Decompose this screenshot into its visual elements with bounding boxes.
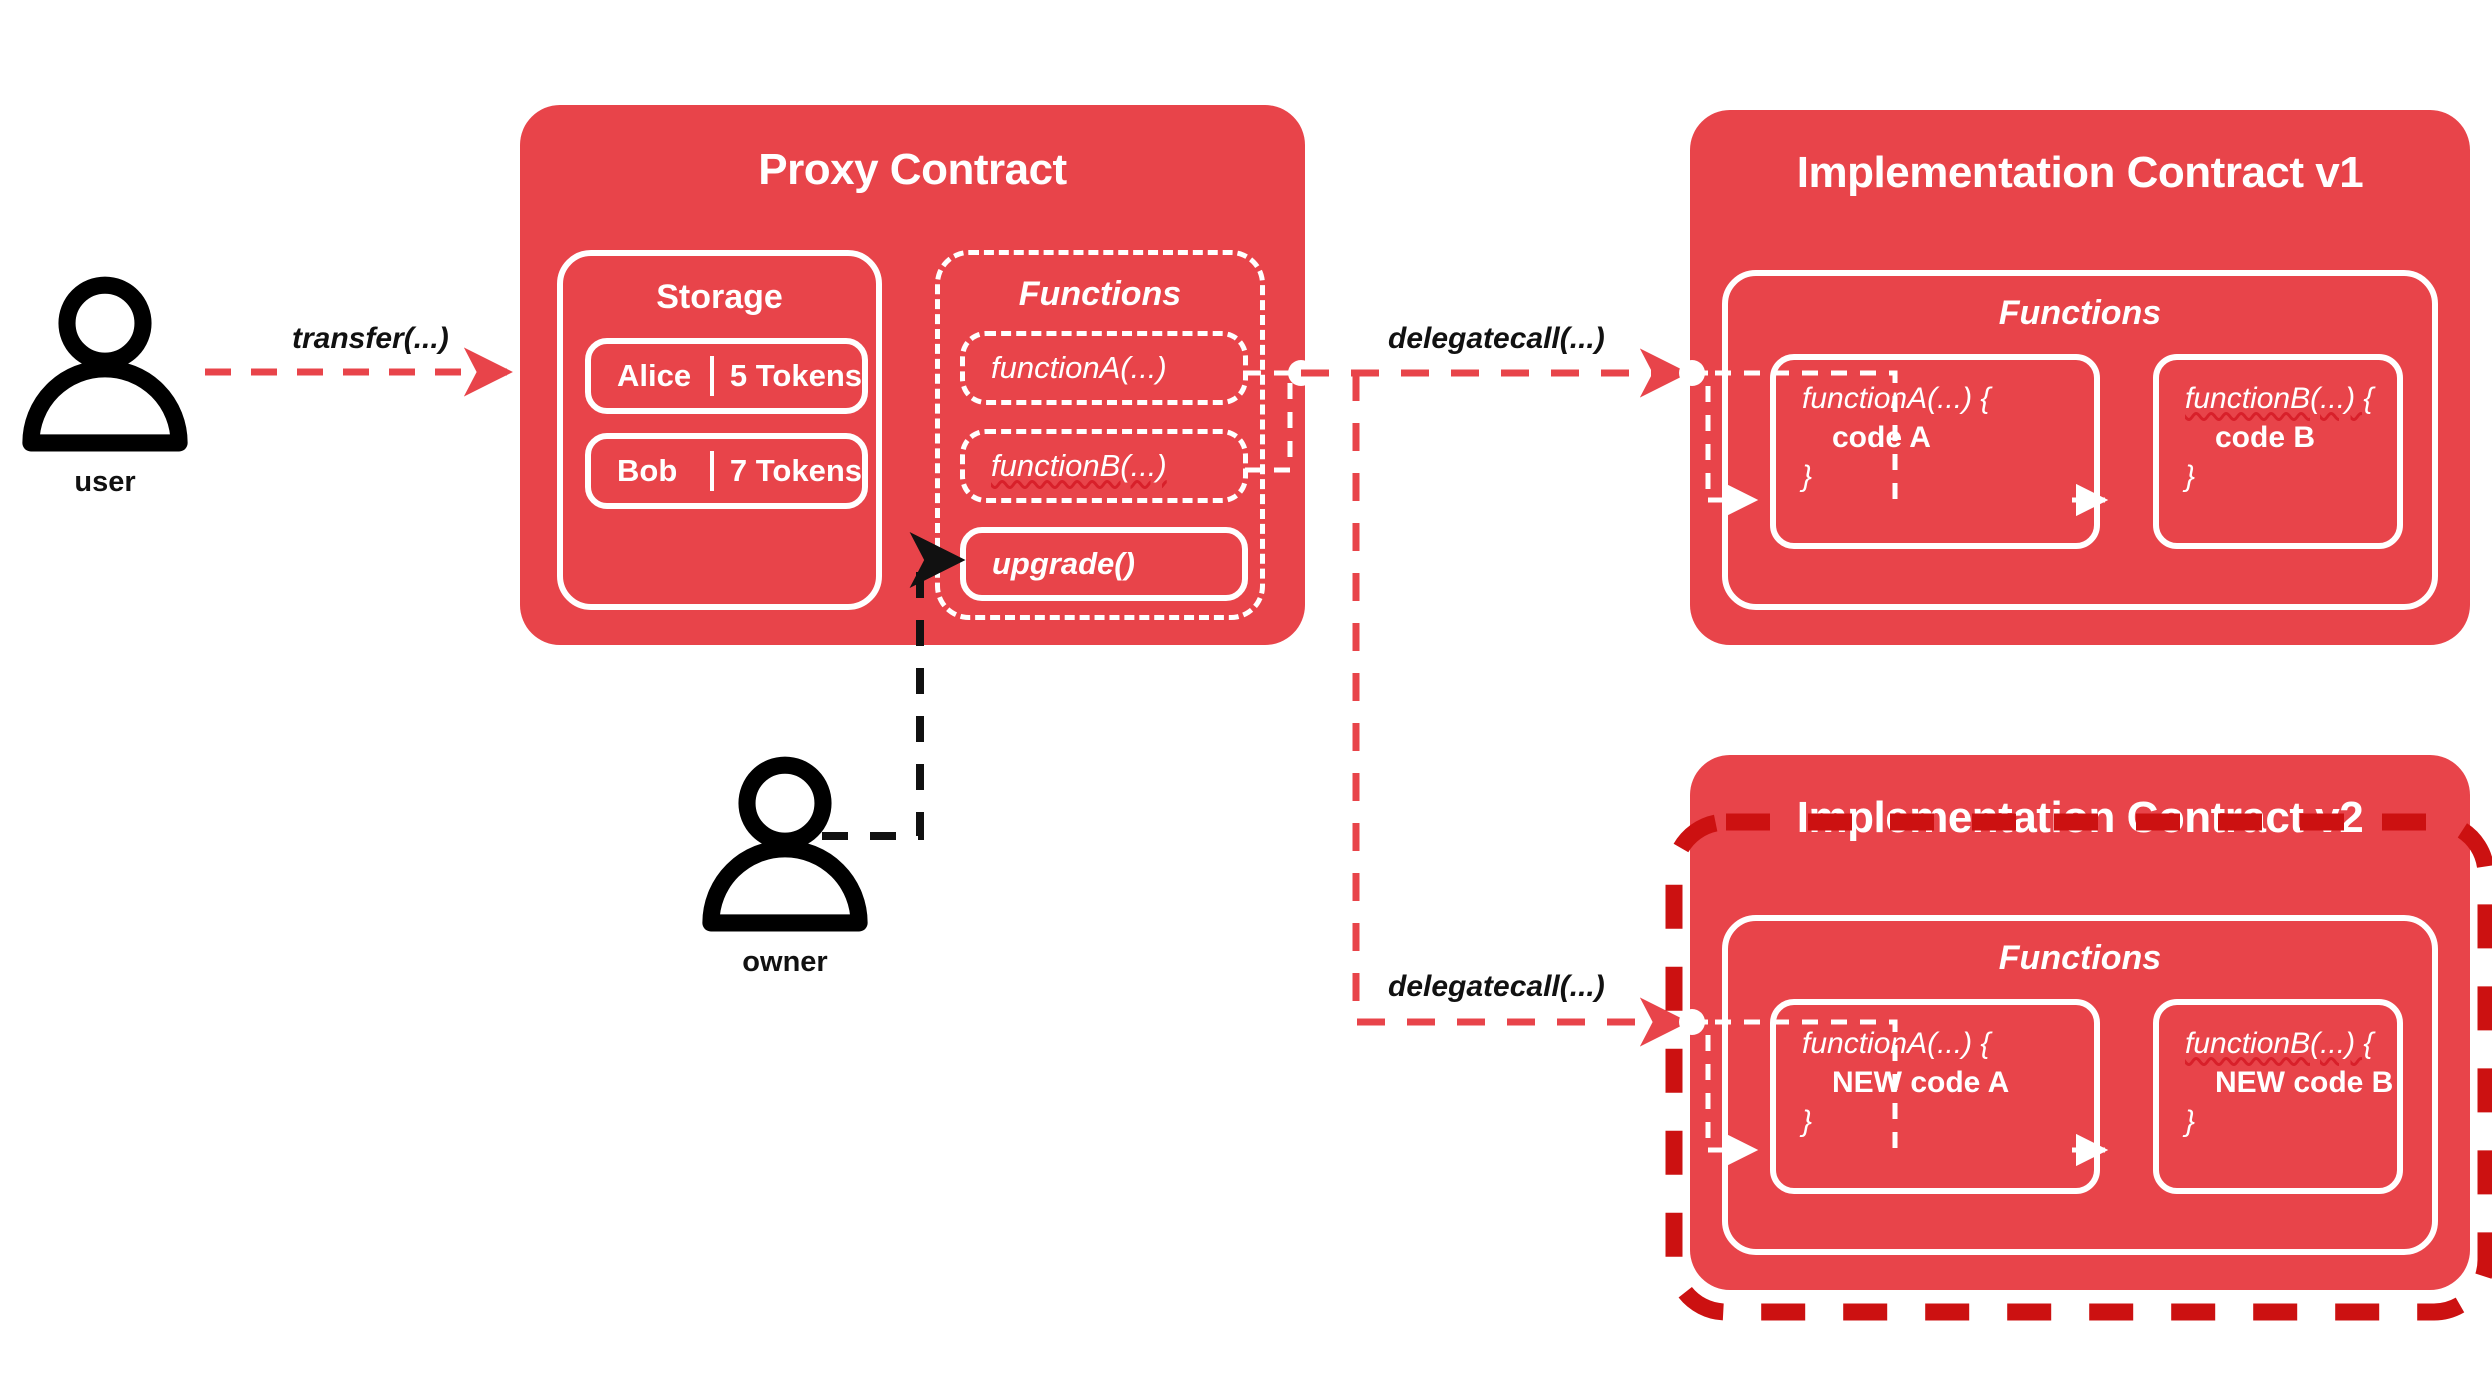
proxy-functions-panel[interactable]: Functions functionA(...) functionB(...) … bbox=[935, 250, 1265, 620]
storage-row-value: 7 Tokens bbox=[729, 453, 862, 488]
storage-row-separator bbox=[710, 451, 714, 491]
code-close-brace: } bbox=[1802, 1104, 1813, 1138]
impl-v2-codebox-functiona[interactable]: functionA(...) { NEW code A } bbox=[1770, 999, 2100, 1194]
code-body: NEW code B bbox=[2215, 1065, 2394, 1099]
storage-row-separator bbox=[710, 356, 714, 396]
impl-v2-functions-panel[interactable]: Functions functionA(...) { NEW code A } … bbox=[1722, 915, 2438, 1255]
code-signature: functionB(...) { bbox=[2185, 382, 2374, 415]
actor-owner: owner bbox=[690, 750, 880, 1000]
storage-row-name: Bob bbox=[617, 453, 678, 488]
edge-label-delegatecall-v2: delegatecall(...) bbox=[1388, 970, 1605, 1003]
edge-label-delegatecall-v1: delegatecall(...) bbox=[1388, 322, 1605, 355]
impl-v1-routing bbox=[1692, 370, 2109, 517]
code-signature: functionB(...) { bbox=[2185, 1027, 2374, 1060]
impl-v1-title: Implementation Contract v1 bbox=[1796, 148, 2364, 197]
proxy-storage-panel[interactable]: Storage Alice 5 Tokens Bob 7 Tokens bbox=[557, 250, 882, 610]
impl-v2-routing bbox=[1692, 1019, 2109, 1167]
code-close-brace: } bbox=[1802, 459, 1813, 493]
proxy-contract-card[interactable]: Proxy Contract Storage Alice 5 Tokens Bo… bbox=[520, 105, 1305, 645]
impl-v1-functions-panel[interactable]: Functions functionA(...) { code A } func… bbox=[1722, 270, 2438, 610]
actor-user-label: user bbox=[74, 466, 136, 498]
proxy-function-functiona[interactable]: functionA(...) bbox=[960, 331, 1248, 405]
proxy-function-label: upgrade() bbox=[992, 546, 1135, 581]
actor-user: user bbox=[10, 270, 200, 520]
storage-row-name: Alice bbox=[617, 358, 692, 393]
proxy-contract-title: Proxy Contract bbox=[758, 145, 1067, 194]
impl-v1-codebox-functionb[interactable]: functionB(...) { code B } bbox=[2153, 354, 2403, 549]
impl-v1-card[interactable]: Implementation Contract v1 Functions fun… bbox=[1690, 110, 2470, 645]
impl-v1-functions-title: Functions bbox=[1998, 294, 2162, 332]
impl-v2-card[interactable]: Implementation Contract v2 Functions fun… bbox=[1690, 755, 2470, 1290]
proxy-functions-title: Functions bbox=[1018, 275, 1182, 313]
proxy-function-label: functionA(...) bbox=[991, 350, 1167, 385]
code-body: NEW code A bbox=[1832, 1065, 2010, 1099]
proxy-storage-title: Storage bbox=[656, 278, 783, 316]
impl-v2-functions-title: Functions bbox=[1998, 939, 2162, 977]
impl-v2-highlight-outline bbox=[1665, 813, 2492, 1321]
storage-row-value: 5 Tokens bbox=[729, 358, 862, 393]
code-close-brace: } bbox=[2185, 459, 2196, 493]
proxy-function-functionb[interactable]: functionB(...) bbox=[960, 429, 1248, 503]
edge-label-transfer: transfer(...) bbox=[292, 322, 449, 355]
person-icon bbox=[702, 756, 868, 932]
impl-v2-codebox-functionb[interactable]: functionB(...) { NEW code B } bbox=[2153, 999, 2403, 1194]
proxy-function-label: functionB(...) bbox=[991, 448, 1167, 483]
storage-row[interactable]: Alice 5 Tokens bbox=[585, 338, 868, 414]
edge-owner-upgrade bbox=[822, 532, 966, 840]
actor-owner-label: owner bbox=[742, 946, 828, 978]
code-body: code B bbox=[2215, 420, 2316, 454]
proxy-function-routing bbox=[1245, 370, 1301, 473]
person-icon bbox=[22, 276, 188, 452]
code-close-brace: } bbox=[2185, 1104, 2196, 1138]
code-body: code A bbox=[1832, 420, 1931, 454]
storage-row[interactable]: Bob 7 Tokens bbox=[585, 433, 868, 509]
edge-delegatecall-trunk bbox=[1288, 348, 1705, 1047]
